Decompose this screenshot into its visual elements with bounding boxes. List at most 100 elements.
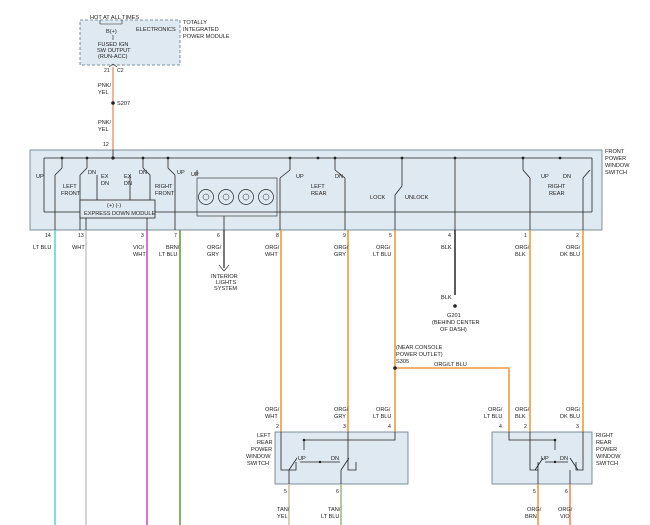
pin-3: 3 <box>141 233 144 239</box>
lock-label: LOCK <box>370 195 386 201</box>
wire-3-color-1: VIO/ <box>133 245 145 251</box>
lrs-up-label: UP <box>298 456 306 462</box>
feed-color-top-2: YEL <box>98 90 109 96</box>
wire-5-color-1: ORG/ <box>376 245 391 251</box>
lr-name-2: REAR <box>311 191 327 197</box>
s305-name: S305 <box>396 359 409 365</box>
ground-loc-2: OF DASH) <box>440 327 467 333</box>
lamp-4-icon <box>258 189 274 205</box>
lrs-in-1-c2: WHT <box>265 414 278 420</box>
rr-dn-label: DN <box>563 174 571 180</box>
wire-4-color: BLK <box>441 245 452 251</box>
module-connector: C2 <box>117 68 124 74</box>
lrs-in-2-c2: GRY <box>334 414 346 420</box>
output-wires <box>54 230 584 525</box>
rrs-in-3-c1: ORG/ <box>566 407 581 413</box>
rrs-in-3-c2: DK BLU <box>560 414 580 420</box>
feed-wire: PNK/ YEL S207 PNK/ YEL 12 <box>98 67 130 152</box>
lrs-pin-3: 3 <box>343 424 346 430</box>
lrs-box <box>274 431 409 485</box>
rrs-out-1-c2: BRN <box>525 514 537 520</box>
lf-dn-label: DN <box>88 170 96 176</box>
lrs-in-3-c1: ORG/ <box>376 407 391 413</box>
s305-loc-2: POWER OUTLET) <box>396 352 443 358</box>
feed-color-bot-2: YEL <box>98 127 109 133</box>
wire-7-color-2: LT BLU <box>159 252 177 258</box>
lamp-1-icon <box>198 189 214 205</box>
wire-6-color-2: GRY <box>207 252 219 258</box>
feed-color-bot-1: PNK/ <box>98 120 112 126</box>
lrs-name-4: WINDOW <box>246 454 271 460</box>
ground-loc-1: (BEHIND CENTER <box>432 320 480 326</box>
wire-9-color-2: GRY <box>334 252 346 258</box>
ground-dot <box>453 304 457 308</box>
lrs-out-2-c2: LT BLU <box>321 514 339 520</box>
pin-9: 9 <box>343 233 346 239</box>
lrs-out-1-c1: TAN/ <box>277 507 290 513</box>
rrs-dn-label: DN <box>560 456 568 462</box>
lf-ex-label: EX <box>101 174 109 180</box>
wire-13-color: WHT <box>72 245 85 251</box>
rrs-pin-6: 6 <box>565 489 568 495</box>
module-pin: 21 <box>104 68 110 74</box>
rrs-pin-3: 3 <box>576 424 579 430</box>
module-name-3: POWER MODULE <box>183 34 230 40</box>
pin-6: 6 <box>217 233 220 239</box>
rf-name-2: FRONT <box>155 191 175 197</box>
front-switch-name-3: WINDOW <box>605 163 630 169</box>
lf-name-1: LEFT <box>63 184 77 190</box>
wire-1-color-2: BLK <box>515 252 526 258</box>
lrs-in-2-c1: ORG/ <box>334 407 349 413</box>
unlock-label: UNLOCK <box>405 195 429 201</box>
wire-8-color-1: ORG/ <box>265 245 280 251</box>
front-power-window-switch: FRONT POWER WINDOW SWITCH UP DN LEFT FRO… <box>29 149 630 231</box>
lf-exdn-label: DN <box>101 181 109 187</box>
right-rear-power-window-switch: ORG/ LT BLU ORG/ BLK ORG/ DK BLU 4 2 3 R… <box>484 407 621 525</box>
module-name-2: INTEGRATED <box>183 27 219 33</box>
splice-s305: (NEAR CONSOLE POWER OUTLET) S305 ORG/LT … <box>393 345 467 370</box>
rrs-in-2-c1: ORG/ <box>515 407 530 413</box>
rrs-box <box>491 431 593 485</box>
rr-up-label: UP <box>541 174 549 180</box>
wire-9-color-1: ORG/ <box>334 245 349 251</box>
bplus-label: B(+) <box>106 29 117 35</box>
power-module: HOT AT ALL TIMES B(+) ELECTRONICS FUSED … <box>79 15 230 74</box>
pin-2: 2 <box>576 233 579 239</box>
electronics-label: ELECTRONICS <box>136 27 176 33</box>
lamps-up-label: UP <box>191 172 199 178</box>
rf-up-label: UP <box>177 170 185 176</box>
fused-ign-label: FUSED IGN <box>98 42 128 48</box>
lrs-name-2: REAR <box>257 440 273 446</box>
wire-2-color-1: ORG/ <box>566 245 581 251</box>
rr-name-1: RIGHT <box>548 184 566 190</box>
output-wire-labels: 14 LT BLU 13 WHT 3 VIO/ WHT 7 BRN/ LT BL… <box>33 233 581 258</box>
rrs-name-2: REAR <box>596 440 612 446</box>
feed-color-top-1: PNK/ <box>98 83 112 89</box>
wire-1-color-1: ORG/ <box>515 245 530 251</box>
wire-8-color-2: WHT <box>265 252 278 258</box>
rrs-out-2-c2: VIO <box>560 514 570 520</box>
pin-4: 4 <box>448 233 451 239</box>
rrs-up-label: UP <box>541 456 549 462</box>
feed-pin: 12 <box>103 142 109 148</box>
lrs-in-1-c1: ORG/ <box>265 407 280 413</box>
power-module-box <box>79 19 181 66</box>
lrs-pin-6: 6 <box>336 489 339 495</box>
interior-lights-ref: INTERIOR LIGHTS SYSTEM <box>211 264 238 292</box>
s305-loc-1: (NEAR CONSOLE <box>396 345 443 351</box>
lrs-name-1: LEFT <box>257 433 271 439</box>
lr-dn-label: DN <box>335 174 343 180</box>
rrs-pin-5: 5 <box>533 489 536 495</box>
ground-name: G201 <box>447 313 461 319</box>
rrs-out-1-c1: ORG/ <box>527 507 542 513</box>
lr-up-label: UP <box>296 174 304 180</box>
rf-ex-label: EX <box>124 174 132 180</box>
rrs-in-2-c2: BLK <box>515 414 526 420</box>
interior-label-2: LIGHTS <box>216 280 236 286</box>
lf-up-label: UP <box>36 174 44 180</box>
s305-wire-color: ORG/LT BLU <box>434 362 467 368</box>
wire-3-color-2: WHT <box>133 252 146 258</box>
pin-8: 8 <box>276 233 279 239</box>
lf-name-2: FRONT <box>61 191 81 197</box>
